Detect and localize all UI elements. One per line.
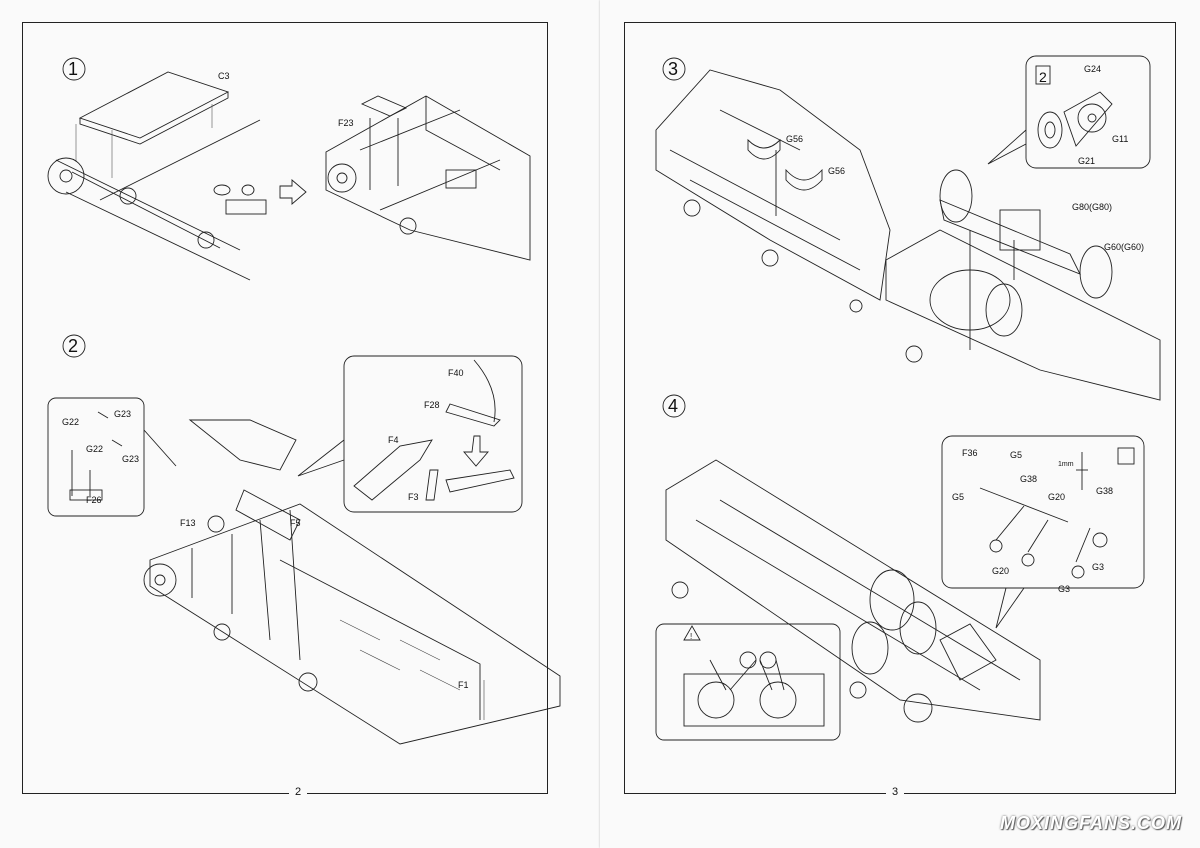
detail-inset-left [47, 397, 145, 517]
step-1-marker [62, 57, 86, 81]
inset-step-box [1035, 65, 1051, 85]
part-g60 [1079, 245, 1113, 299]
label-g20-b: G20 [992, 566, 1009, 576]
label-f28: F28 [424, 400, 440, 410]
label-f23: F23 [338, 118, 354, 128]
step-4-number: 4 [668, 396, 678, 416]
plate-c3 [78, 71, 230, 139]
glue-icon [1117, 447, 1135, 465]
watermark-text: MOXINGFANS.COM [999, 813, 1182, 833]
label-g38-b: G38 [1096, 486, 1113, 496]
label-1mm: 1mm [1058, 461, 1074, 468]
part-g80 [999, 209, 1041, 251]
svg-text:!: ! [690, 632, 692, 641]
page-number-left: 2 [289, 786, 308, 798]
label-g21: G21 [1078, 156, 1095, 166]
label-g38-a: G38 [1020, 474, 1037, 484]
part-g56-b [785, 168, 823, 191]
label-g11: G11 [1112, 134, 1128, 144]
label-g22-a: G22 [62, 417, 79, 427]
label-g3-b: G3 [1058, 584, 1070, 594]
warning-triangle-icon [683, 625, 701, 641]
right-page: ! 3 G56 G56 G24 G11 G21 G80(G80) G60(G60… [600, 0, 1200, 848]
detail-inset-g24 [1025, 55, 1151, 169]
down-arrow-icon [463, 435, 489, 467]
step-2-marker [62, 334, 86, 358]
left-page-drawing: 1 C3 F23 2 G22 G23 G22 G23 F26 F40 F28 F… [47, 57, 561, 745]
detail-inset-right [343, 355, 523, 513]
label-g20-a: G20 [1048, 492, 1065, 502]
part-f23 [360, 95, 408, 117]
page-number-right: 3 [886, 786, 905, 798]
step-1-number: 1 [68, 59, 78, 79]
label-f36: F36 [962, 448, 978, 458]
right-page-drawing: ! 3 G56 G56 G24 G11 G21 G80(G80) G60(G60… [655, 55, 1161, 741]
step-3-number: 3 [668, 59, 678, 79]
label-g23-b: G23 [122, 454, 139, 464]
chassis-step4 [665, 459, 1041, 721]
label-g24: G24 [1084, 64, 1101, 74]
part-f28 [445, 403, 501, 427]
part-g11 [1077, 103, 1107, 133]
part-f4 [353, 439, 433, 501]
step-4-marker [662, 394, 686, 418]
label-f13: F13 [180, 518, 196, 528]
page-frame-left [22, 22, 548, 794]
label-f3: F3 [408, 492, 419, 502]
chassis-step2 [149, 503, 561, 745]
detail-inset-warning [655, 623, 841, 741]
label-f1: F1 [458, 680, 469, 690]
part-f5 [235, 489, 301, 541]
detail-inset-g38 [941, 435, 1145, 589]
label-f40: F40 [448, 368, 464, 378]
part-f13 [207, 515, 225, 533]
part-g56-a [747, 138, 781, 160]
label-g56-a: G56 [786, 134, 803, 144]
label-g60: G60(G60) [1104, 242, 1144, 252]
part-f40 [473, 359, 496, 423]
label-g23-a: G23 [114, 409, 131, 419]
chassis-step3 [655, 69, 891, 301]
label-f5: F5 [290, 518, 301, 528]
arrow-icon [279, 179, 307, 205]
label-g5-b: G5 [952, 492, 964, 502]
wheel-step1 [47, 157, 85, 195]
label-g80: G80(G80) [1072, 202, 1112, 212]
step-2-number: 2 [68, 336, 78, 356]
label-g22-b: G22 [86, 444, 103, 454]
left-page: 1 C3 F23 2 G22 G23 G22 G23 F26 F40 F28 F… [0, 0, 600, 848]
label-g3-a: G3 [1092, 562, 1104, 572]
label-f26: F26 [86, 495, 102, 505]
label-g5-a: G5 [1010, 450, 1022, 460]
part-g21 [1037, 111, 1063, 149]
label-f4: F4 [388, 435, 399, 445]
inset-step-number: 2 [1039, 69, 1047, 85]
label-g56-b: G56 [828, 166, 845, 176]
part-f3 [425, 469, 439, 501]
label-c3: C3 [218, 71, 230, 81]
step-3-marker [662, 57, 686, 81]
